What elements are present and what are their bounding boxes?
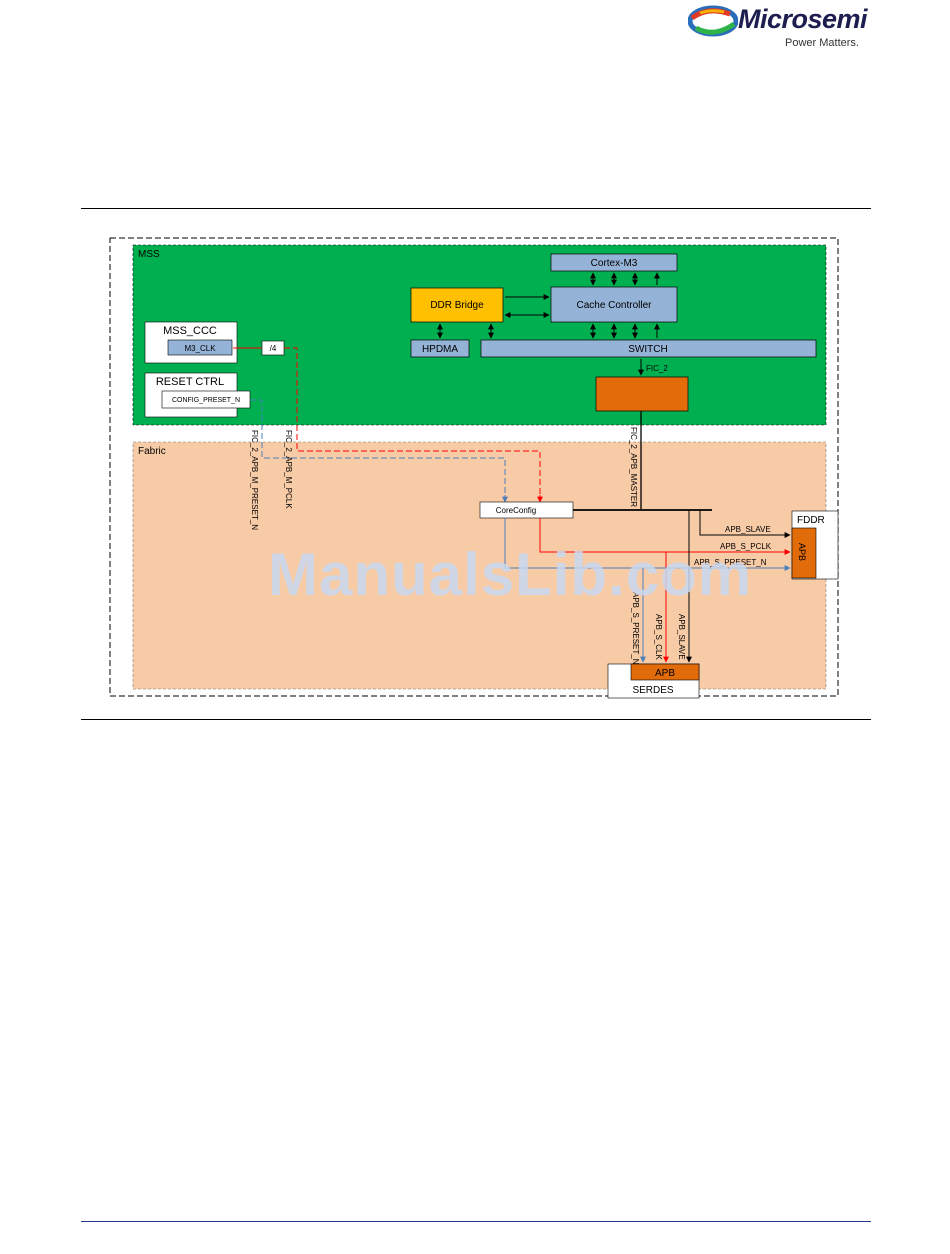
ddr-cache-links — [504, 294, 550, 318]
ddr-bridge-label: DDR Bridge — [430, 300, 484, 311]
fddr-block: FDDR APB — [791, 510, 839, 580]
ddr-bridge-block: DDR Bridge — [410, 287, 504, 323]
apb-s-preset-n-v-label: APB_S_PRESET_N — [631, 592, 640, 665]
m3-clk-label: M3_CLK — [184, 344, 216, 353]
fic2-apb-master-label: FIC_2_APB_MASTER — [629, 427, 638, 507]
switch-label: SWITCH — [628, 344, 667, 355]
mss-label: MSS — [138, 249, 160, 260]
serdes-label: SERDES — [632, 685, 673, 696]
hpdma-block: HPDMA — [410, 339, 470, 358]
serdes-apb-label: APB — [655, 668, 675, 679]
preset-dashed-path — [250, 399, 506, 500]
apb-slave-h-label: APB_SLAVE — [725, 525, 771, 534]
outer-boundary — [109, 237, 839, 697]
cortex-cache-links — [590, 272, 660, 286]
reset-ctrl-block: RESET CTRL CONFIG_PRESET_N — [144, 372, 251, 418]
apb-s-pclk-fddr-link — [539, 518, 791, 555]
apb-s-preset-n-h-label: APB_S_PRESET_N — [694, 558, 767, 567]
fic2-apb-m-preset-n-label: FIC_2_APB_M_PRESET_N — [250, 430, 259, 530]
logo-swirl-icon — [688, 5, 738, 37]
apb-slave-v-label: APB_SLAVE — [677, 614, 686, 660]
mss-ccc-label: MSS_CCC — [163, 325, 217, 337]
reset-ctrl-label: RESET CTRL — [156, 376, 224, 388]
cortex-m3-label: Cortex-M3 — [591, 258, 638, 269]
fic2-block — [595, 376, 689, 412]
footer-divider — [81, 1221, 871, 1222]
top-divider — [81, 208, 871, 209]
div4-label: /4 — [270, 344, 277, 353]
serdes-block: APB SERDES — [607, 663, 700, 699]
cache-controller-label: Cache Controller — [576, 300, 652, 311]
fabric-region: Fabric — [132, 441, 827, 690]
logo-tagline: Power Matters. — [785, 37, 859, 49]
fddr-label: FDDR — [797, 515, 825, 526]
cortex-m3-block: Cortex-M3 — [550, 253, 678, 272]
switch-block: SWITCH — [480, 339, 817, 358]
config-preset-n-label: CONFIG_PRESET_N — [172, 397, 240, 404]
bottom-divider — [81, 719, 871, 720]
div4-block: /4 — [261, 340, 285, 356]
coreconfig-label: CoreConfig — [496, 506, 536, 515]
cache-switch-links — [590, 323, 660, 339]
apb-s-clk-v-label: APB_S_CLK — [654, 614, 663, 660]
cache-controller-block: Cache Controller — [550, 286, 678, 323]
fddr-apb-label: APB — [797, 543, 807, 561]
fic2-label: FIC_2 — [646, 364, 668, 373]
apb-s-pclk-h-label: APB_S_PCLK — [720, 542, 772, 551]
apb-s-preset-fddr-link — [504, 518, 791, 571]
fabric-label: Fabric — [138, 446, 166, 457]
apb-slave-fddr-link — [699, 510, 791, 538]
coreconfig-block: CoreConfig — [479, 501, 574, 519]
mss-ccc-block: MSS_CCC M3_CLK — [144, 321, 238, 364]
hpdma-label: HPDMA — [422, 344, 458, 355]
ddr-switch-links — [437, 323, 494, 339]
logo-wordmark: Microsemi — [738, 4, 868, 34]
fic2-apb-m-pclk-label: FIC_2_APB_M_PCLK — [284, 430, 293, 509]
